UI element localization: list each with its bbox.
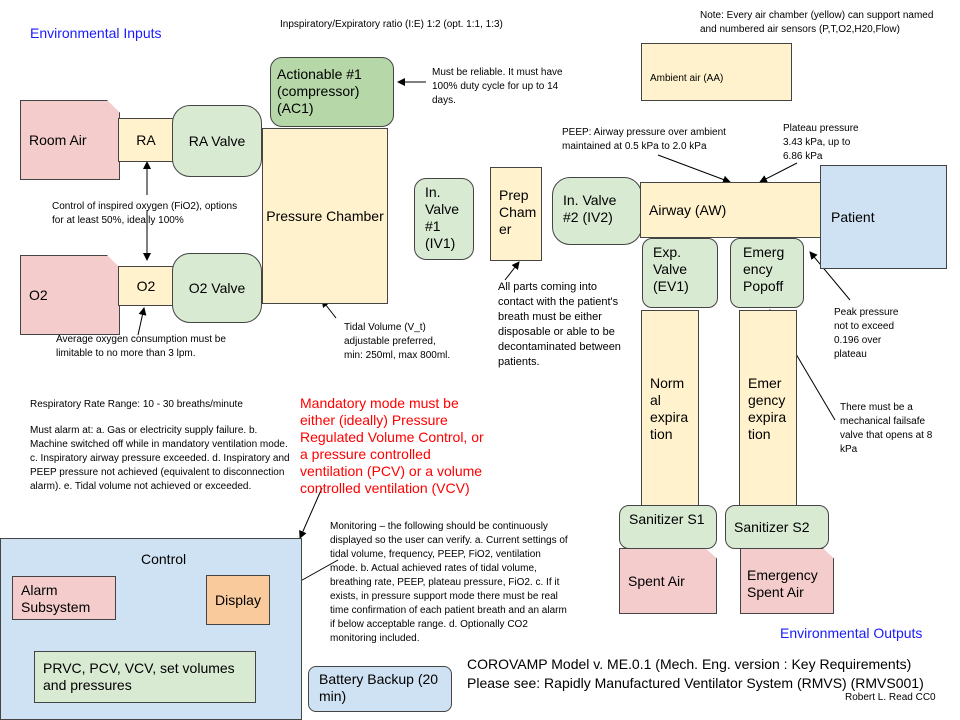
exp-valve: Exp. Valve (EV1) [642, 238, 718, 308]
room-air-source: Room Air [20, 100, 120, 180]
failsafe-note: There must be a mechanical failsafe valv… [840, 402, 933, 455]
in-valve-2: In. Valve #2 (IV2) [552, 177, 642, 245]
mandatory-mode-note: Mandatory mode must be either (ideally) … [300, 395, 484, 496]
ra-chamber: RA [118, 118, 174, 162]
environmental-outputs-heading: Environmental Outputs [780, 625, 923, 641]
emergency-expiration: Emer gency expira tion [739, 310, 797, 508]
peak-arrow [809, 251, 851, 301]
actionable-compressor: Actionable #1 (compressor) (AC1) [270, 57, 394, 127]
ie-ratio-note: Inpspiratory/Expiratory ratio (I:E) 1:2 … [280, 19, 503, 30]
in-valve-1: In. Valve #1 (IV1) [414, 178, 474, 260]
model-title: COROVAMP Model v. ME.0.1 (Mech. Eng. ver… [467, 656, 912, 672]
environmental-inputs-heading: Environmental Inputs [30, 25, 162, 41]
disposable-note: All parts coming into contact with the p… [498, 281, 621, 368]
sensors-note: Note: Every air chamber (yellow) can sup… [700, 10, 934, 35]
tidal-note: Tidal Volume (V_t) adjustable preferred,… [344, 322, 451, 361]
o2-consumption-arrow [137, 307, 147, 336]
disposable-arrow [504, 261, 520, 281]
plateau-note: Plateau pressure 3.43 kPa, up to 6.86 kP… [783, 123, 859, 162]
patient: Patient [820, 165, 947, 269]
respiratory-rate-note: Respiratory Rate Range: 10 - 30 breaths/… [30, 399, 243, 410]
emergency-popoff: Emerg ency Popoff [730, 238, 804, 308]
o2-consumption-note: Average oxygen consumption must be limit… [56, 334, 226, 359]
peep-note: PEEP: Airway pressure over ambient maint… [562, 127, 726, 152]
fio2-note: Control of inspired oxygen (FiO2), optio… [52, 201, 238, 226]
mandatory-arrow [299, 487, 323, 539]
o2-source: O2 [20, 255, 120, 335]
prep-chamber: Prep Cham er [490, 167, 542, 261]
normal-expiration: Norm al expira tion [641, 310, 699, 508]
spent-air: Spent Air [619, 548, 717, 614]
mode-settings: PRVC, PCV, VCV, set volumes and pressure… [34, 651, 256, 703]
peep-arrow [657, 154, 731, 184]
monitoring-note: Monitoring – the following should be con… [330, 521, 568, 644]
alarm-requirements-note: Must alarm at: a. Gas or electricity sup… [30, 425, 290, 492]
sanitizer-s1: Sanitizer S1 [619, 505, 717, 549]
display-unit: Display [206, 575, 270, 625]
control-label: Control [141, 551, 187, 567]
reference-line: Please see: Rapidly Manufactured Ventila… [467, 675, 924, 691]
o2-valve: O2 Valve [172, 253, 262, 323]
credit: Robert L. Read CC0 [845, 692, 936, 703]
pressure-chamber: Pressure Chamber [262, 128, 388, 304]
sanitizer-s2: Sanitizer S2 [725, 505, 829, 549]
ra-valve: RA Valve [172, 105, 262, 177]
emergency-spent-air: Emergency Spent Air [740, 548, 834, 614]
plateau-arrow [759, 162, 798, 183]
o2-chamber: O2 [118, 266, 174, 306]
airway: Airway (AW) [640, 182, 822, 238]
alarm-subsystem: Alarm Subsystem [12, 576, 116, 620]
ambient-air: Ambient air (AA) [641, 43, 792, 101]
peak-note: Peak pressure not to exceed 0.196 over p… [834, 307, 899, 360]
battery-backup: Battery Backup (20 min) [308, 666, 452, 712]
reliable-note: Must be reliable. It must have 100% duty… [432, 67, 563, 106]
